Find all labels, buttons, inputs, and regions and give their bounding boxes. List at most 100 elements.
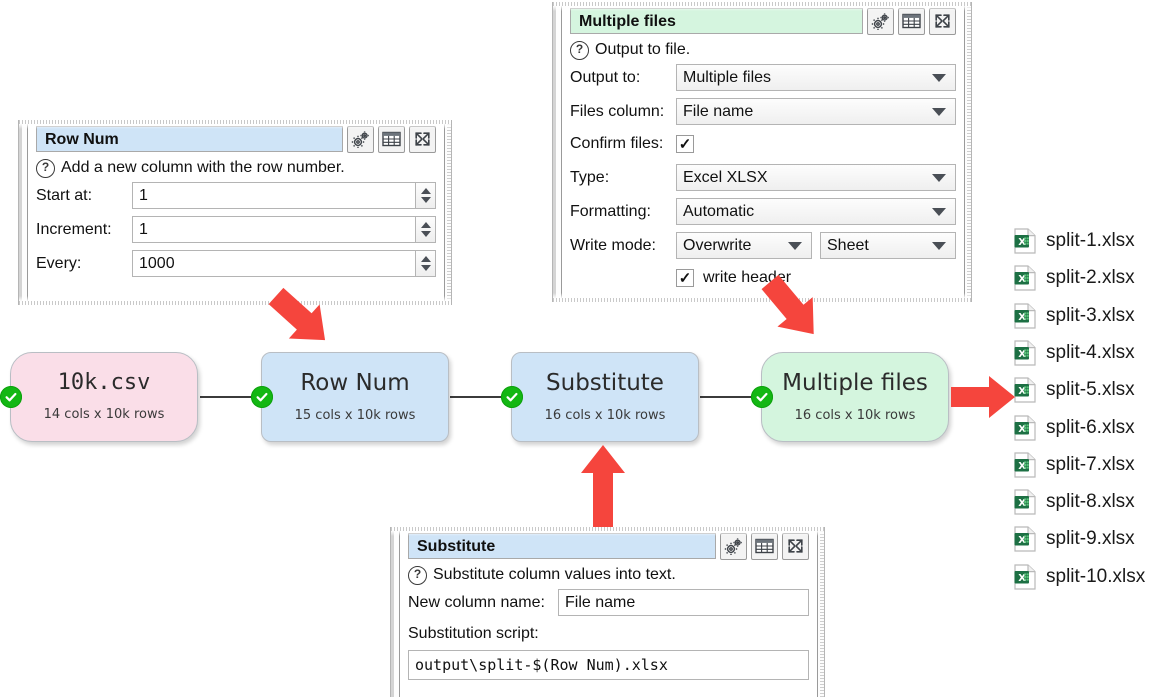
table-icon[interactable] — [378, 125, 405, 153]
svg-text:X: X — [1018, 573, 1026, 584]
start-at-input[interactable]: 1 — [132, 182, 416, 209]
type-select[interactable]: Excel XLSX — [676, 164, 956, 191]
output-file-name: split-6.xlsx — [1046, 417, 1135, 438]
help-icon[interactable]: ? — [408, 565, 427, 585]
new-column-name-input[interactable]: File name — [558, 589, 809, 616]
panel-content: Row Num — [27, 120, 445, 305]
output-file-name: split-9.xlsx — [1046, 528, 1135, 549]
svg-text:X: X — [1018, 498, 1026, 509]
field-write-header: ✓ write header — [570, 265, 956, 291]
substitution-script-input[interactable]: output\split-$(Row Num).xlsx — [408, 650, 809, 680]
field-label: Every: — [36, 254, 82, 272]
increment-input[interactable]: 1 — [132, 216, 416, 243]
label-substitution-script: Substitution script: — [408, 621, 809, 646]
write-mode-select[interactable]: Overwrite — [676, 232, 812, 259]
xlsx-file-icon: X — [1014, 265, 1036, 291]
field-every: Every: 1000 — [36, 249, 436, 278]
field-label: Substitution script: — [408, 624, 539, 642]
output-file-name: split-8.xlsx — [1046, 491, 1135, 512]
svg-text:X: X — [1018, 424, 1026, 435]
link-rownum-to-substitute — [450, 396, 512, 398]
panel-hint-text: Add a new column with the row number. — [61, 159, 345, 176]
panel-title[interactable]: Multiple files — [570, 8, 863, 34]
expand-icon[interactable] — [409, 125, 436, 153]
panel-row-num[interactable]: Row Num — [18, 120, 452, 305]
output-file-name: split-1.xlsx — [1046, 230, 1135, 251]
output-file-name: split-3.xlsx — [1046, 305, 1135, 326]
status-badge-ok — [751, 386, 773, 408]
write-target-value: Sheet — [827, 236, 869, 254]
write-header-checkbox[interactable]: ✓ — [676, 269, 694, 287]
confirm-files-checkbox[interactable]: ✓ — [676, 135, 694, 153]
files-column-select[interactable]: File name — [676, 98, 956, 125]
gears-icon[interactable] — [720, 532, 747, 560]
flow-node-row-num[interactable]: Row Num 15 cols x 10k rows — [251, 352, 449, 442]
files-column-value: File name — [683, 102, 754, 120]
node-title: Substitute — [546, 369, 664, 396]
xlsx-file-icon: X — [1014, 526, 1036, 552]
panel-substitute[interactable]: Substitute — [390, 527, 825, 697]
help-icon[interactable]: ? — [570, 40, 589, 60]
node-subtitle: 16 cols x 10k rows — [794, 407, 916, 423]
svg-text:X: X — [1018, 312, 1026, 323]
table-icon[interactable] — [898, 7, 925, 35]
every-input[interactable]: 1000 — [132, 250, 416, 277]
panel-title-row: Substitute — [408, 532, 809, 560]
panel-multiple-files[interactable]: Multiple files — [552, 2, 972, 302]
field-label: Write mode: — [570, 236, 656, 254]
xlsx-file-icon: X — [1014, 489, 1036, 515]
every-stepper[interactable] — [416, 250, 436, 277]
panel-title[interactable]: Row Num — [36, 126, 343, 152]
help-icon[interactable]: ? — [36, 158, 55, 178]
xlsx-file-icon: X — [1014, 564, 1036, 590]
expand-icon[interactable] — [929, 7, 956, 35]
chevron-down-icon — [932, 207, 946, 216]
xlsx-file-icon: X — [1014, 415, 1036, 441]
field-label: Type: — [570, 168, 610, 186]
gears-icon[interactable] — [867, 7, 894, 35]
table-icon[interactable] — [751, 532, 778, 560]
svg-text:X: X — [1018, 386, 1026, 397]
xlsx-file-icon: X — [1014, 303, 1036, 329]
flow-node-multiple-files[interactable]: Multiple files 16 cols x 10k rows — [751, 352, 949, 442]
panel-hint-text: Output to file. — [595, 41, 691, 58]
link-substitute-to-multiplefiles — [700, 396, 762, 398]
check-icon: ✓ — [678, 269, 692, 287]
panel-title[interactable]: Substitute — [408, 533, 716, 559]
node-title: Multiple files — [782, 369, 928, 396]
node-subtitle: 16 cols x 10k rows — [544, 407, 666, 423]
panel-content: Substitute — [399, 527, 818, 697]
field-label: New column name: — [408, 593, 545, 611]
panel-hint-row: ? Output to file. — [570, 37, 956, 63]
field-label: Files column: — [570, 102, 665, 120]
flow-node-substitute[interactable]: Substitute 16 cols x 10k rows — [501, 352, 699, 442]
output-file-name: split-2.xlsx — [1046, 267, 1135, 288]
expand-icon[interactable] — [782, 532, 809, 560]
output-to-select[interactable]: Multiple files — [676, 64, 956, 91]
svg-text:X: X — [1018, 461, 1026, 472]
field-formatting: Formatting: Automatic — [570, 197, 956, 226]
write-target-select[interactable]: Sheet — [820, 232, 956, 259]
chevron-down-icon — [932, 73, 946, 82]
field-confirm-files: Confirm files: ✓ — [570, 131, 956, 157]
panel-title-row: Row Num — [36, 125, 436, 153]
chevron-down-icon — [932, 241, 946, 250]
annotation-arrow-substitute — [581, 445, 625, 527]
panel-content: Multiple files — [561, 2, 965, 302]
gears-icon[interactable] — [347, 125, 374, 153]
increment-stepper[interactable] — [416, 216, 436, 243]
start-at-stepper[interactable] — [416, 182, 436, 209]
formatting-select[interactable]: Automatic — [676, 198, 956, 225]
flow-node-10k-csv[interactable]: 10k.csv 14 cols x 10k rows — [0, 352, 198, 442]
chevron-down-icon — [788, 241, 802, 250]
